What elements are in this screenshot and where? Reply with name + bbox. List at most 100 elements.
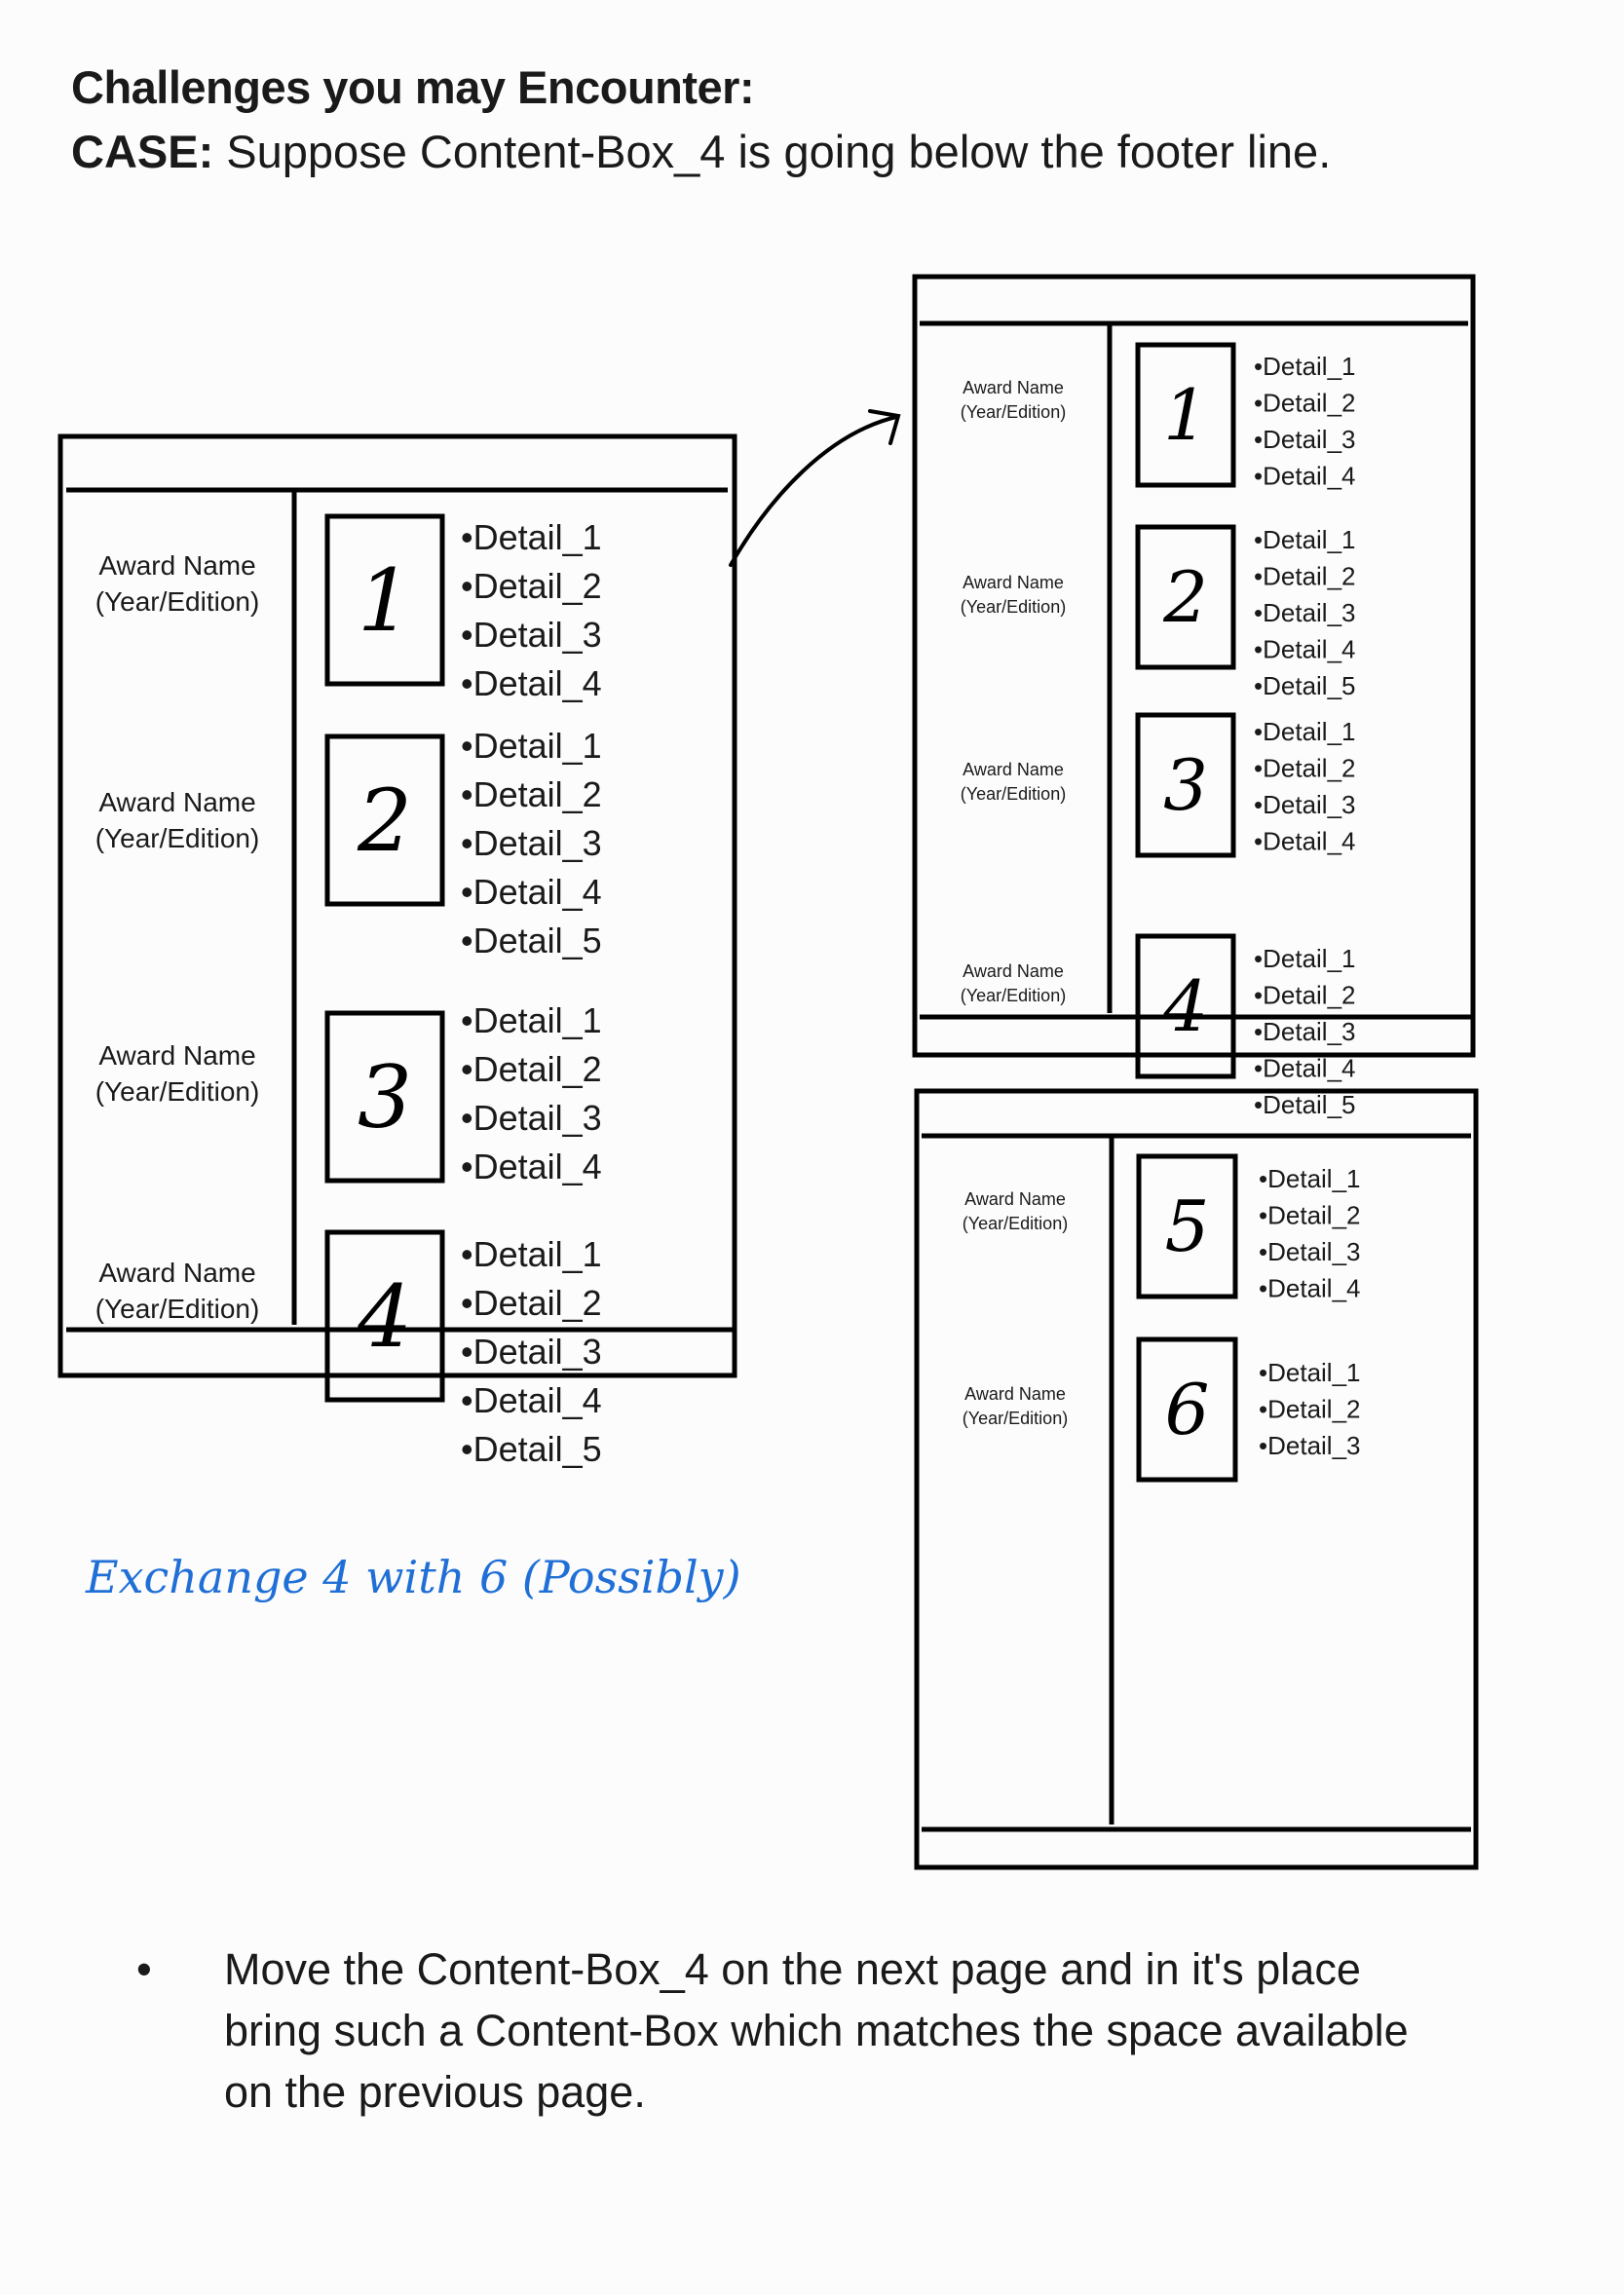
- flow-arrow-head: [868, 409, 901, 445]
- award-name-label: Award Name: [98, 1258, 255, 1288]
- content-box-number: 1: [358, 550, 412, 651]
- right-page-1-frame: [912, 274, 1476, 1058]
- content-box-number: 1: [1163, 374, 1208, 456]
- content-box-frame: [1135, 933, 1236, 1079]
- detail-item: •Detail_4: [1254, 827, 1356, 856]
- detail-item: •Detail_5: [461, 1429, 602, 1469]
- detail-item: •Detail_4: [1259, 1274, 1361, 1303]
- content-box-frame: [1135, 524, 1236, 670]
- content-box-4: Award Name(Year/Edition)4•Detail_1•Detai…: [95, 1229, 602, 1469]
- detail-item: •Detail_4: [461, 872, 602, 912]
- detail-item: •Detail_3: [1254, 598, 1356, 627]
- detail-item: •Detail_3: [1259, 1431, 1361, 1460]
- content-box-number: 2: [1162, 556, 1208, 638]
- content-box-4: Award Name(Year/Edition)4•Detail_1•Detai…: [961, 933, 1356, 1119]
- content-box-frame: [1135, 342, 1236, 488]
- award-name-label: Award Name: [964, 1189, 1066, 1209]
- award-edition-label: (Year/Edition): [961, 784, 1066, 804]
- content-box-frame: [324, 513, 445, 687]
- detail-item: •Detail_1: [461, 1234, 602, 1274]
- detail-item: •Detail_4: [461, 1380, 602, 1420]
- award-edition-label: (Year/Edition): [963, 1409, 1068, 1428]
- left-page: [57, 433, 737, 1378]
- content-box-frame: [324, 1010, 445, 1184]
- content-box-frame: [324, 734, 445, 907]
- detail-item: •Detail_1: [1259, 1164, 1361, 1193]
- detail-item: •Detail_1: [461, 1000, 602, 1040]
- award-edition-label: (Year/Edition): [95, 586, 260, 617]
- award-name-label: Award Name: [963, 961, 1064, 981]
- detail-item: •Detail_3: [461, 1332, 602, 1372]
- award-edition-label: (Year/Edition): [961, 986, 1066, 1005]
- left-page-entries: Award Name (Year/Edition) 1 •Detail_1 •Detai…: [95, 513, 602, 1469]
- content-box-6: Award Name(Year/Edition)6•Detail_1•Detai…: [963, 1336, 1361, 1483]
- content-box-3: Award Name(Year/Edition)3•Detail_1•Detai…: [95, 1000, 602, 1186]
- case-statement: CASE: Suppose Content-Box_4 is going bel…: [71, 125, 1331, 178]
- award-edition-label: (Year/Edition): [95, 1076, 260, 1107]
- right-page-2: [914, 1088, 1479, 1870]
- content-box-1: Award Name(Year/Edition)1•Detail_1•Detai…: [95, 513, 602, 703]
- content-box-frame: [1136, 1336, 1238, 1483]
- award-edition-label: (Year/Edition): [961, 402, 1066, 422]
- detail-item: •Detail_2: [1254, 389, 1356, 418]
- detail-item: •Detail_2: [461, 1049, 602, 1089]
- detail-item: •Detail_3: [461, 615, 602, 655]
- detail-item: •Detail_5: [1254, 671, 1356, 700]
- right-page-1-entries: Award Name (Year/Edition) 1 •Detail_1 •Detai…: [961, 342, 1356, 1119]
- award-name-label: Award Name: [963, 573, 1064, 592]
- detail-item: •Detail_4: [461, 1147, 602, 1186]
- detail-item: •Detail_3: [461, 1098, 602, 1138]
- content-box-3: Award Name(Year/Edition)3•Detail_1•Detai…: [961, 712, 1356, 858]
- bullet-list: • Move the Content-Box_4 on the next page…: [136, 1938, 1422, 2123]
- detail-item: •Detail_5: [461, 921, 602, 960]
- right-page-2-entries: Award Name(Year/Edition)5•Detail_1•Detai…: [963, 1153, 1361, 1483]
- detail-item: •Detail_4: [1254, 1054, 1356, 1083]
- detail-item: •Detail_2: [1254, 562, 1356, 591]
- award-name-label: Award Name: [963, 378, 1064, 397]
- detail-item: •Detail_1: [1254, 944, 1356, 973]
- content-box-frame: [324, 1229, 445, 1403]
- detail-item: •Detail_4: [1254, 635, 1356, 664]
- detail-item: •Detail_5: [1254, 1090, 1356, 1119]
- award-name-label: Award Name: [963, 760, 1064, 779]
- detail-item: •Detail_1: [1259, 1358, 1361, 1387]
- award-edition-label: (Year/Edition): [95, 823, 260, 853]
- detail-item: •Detail_4: [461, 663, 602, 703]
- heading: Challenges you may Encounter:: [71, 61, 755, 113]
- detail-item: •Detail_1: [1254, 352, 1356, 381]
- award-name-label: Award Name: [98, 787, 255, 817]
- detail-item: •Detail_4: [1254, 462, 1356, 491]
- detail-item: •Detail_2: [1259, 1395, 1361, 1424]
- case-text: Suppose Content-Box_4 is going below the…: [213, 126, 1332, 177]
- award-edition-label: (Year/Edition): [961, 597, 1066, 617]
- content-box-2: Award Name(Year/Edition)2•Detail_1•Detai…: [961, 524, 1356, 700]
- case-label: CASE:: [71, 126, 214, 177]
- detail-item: •Detail_2: [1254, 981, 1356, 1010]
- detail-item: •Detail_2: [461, 774, 602, 814]
- detail-item: •Detail_3: [1254, 425, 1356, 454]
- right-page-1: [912, 274, 1476, 1058]
- content-box-5: Award Name(Year/Edition)5•Detail_1•Detai…: [963, 1153, 1361, 1303]
- detail-item: •Detail_3: [461, 823, 602, 863]
- bullet-dot: •: [136, 1944, 152, 1994]
- left-page-frame: [57, 433, 737, 1378]
- detail-item: •Detail_2: [461, 1283, 602, 1323]
- detail-item: •Detail_2: [1259, 1201, 1361, 1230]
- content-box-1: Award Name (Year/Edition) 1 •Detail_1 •Detai…: [961, 342, 1356, 491]
- detail-item: •Detail_1: [461, 517, 602, 557]
- content-box-2: Award Name (Year/Edition) 2 •Detail_1 •Detai…: [95, 726, 602, 960]
- handwritten-note: Exchange 4 with 6 (Possibly): [85, 1551, 741, 1603]
- detail-item: •Detail_1: [461, 726, 602, 766]
- award-edition-label: (Year/Edition): [963, 1214, 1068, 1233]
- detail-item: •Detail_3: [1259, 1237, 1361, 1266]
- detail-item: •Detail_2: [461, 566, 602, 606]
- content-box-number: 2: [357, 771, 412, 871]
- award-edition-label: (Year/Edition): [95, 1294, 260, 1324]
- detail-item: •Detail_1: [1254, 717, 1356, 746]
- detail-item: •Detail_3: [1254, 790, 1356, 819]
- content-box-frame: [1136, 1153, 1238, 1299]
- content-box-number: 3: [358, 1047, 412, 1148]
- bullet-text: Move the Content-Box_4 on the next page …: [224, 1944, 1409, 2117]
- content-box-frame: [1135, 712, 1236, 858]
